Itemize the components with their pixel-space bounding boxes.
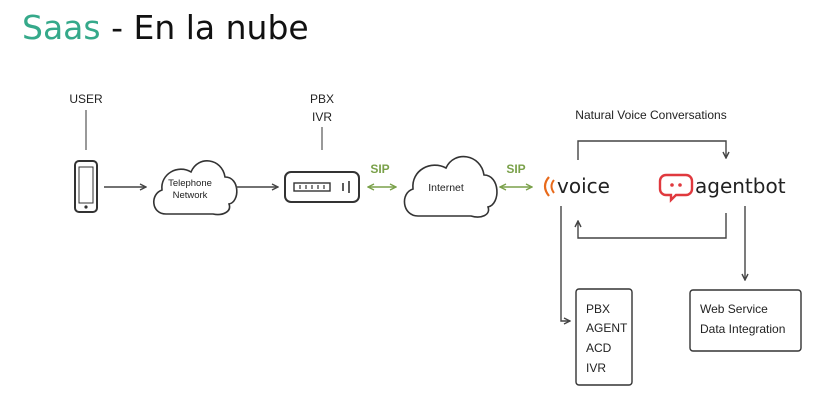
pbx-stack-item: AGENT — [586, 321, 628, 335]
pbx-stack-item: ACD — [586, 341, 612, 355]
voice-brand: voice — [557, 174, 610, 198]
sip-label-left: SIP — [370, 162, 389, 176]
web-service-box — [689, 289, 802, 352]
natural-voice-label: Natural Voice Conversations — [575, 108, 726, 122]
pbx-stack-item: IVR — [586, 361, 606, 375]
cloud-icon — [403, 155, 498, 218]
cloud-icon — [153, 160, 238, 216]
pbx-stack-item: PBX — [586, 302, 610, 316]
agentbot-brand: agentbot — [695, 174, 786, 198]
web-service-label: Web Service — [700, 302, 768, 316]
arrow-voice-to-pbx-stack — [560, 206, 570, 321]
internet-label: Internet — [428, 182, 464, 194]
user-label: USER — [69, 92, 103, 106]
pbx-stack-box — [575, 288, 633, 386]
pbx-label: PBX — [310, 92, 334, 106]
smartphone-icon — [74, 160, 98, 213]
arrow-voice-to-agentbot — [577, 140, 726, 160]
pbx-device-icon — [284, 171, 360, 203]
data-integration-label: Data Integration — [700, 322, 785, 336]
title-rest: - En la nube — [100, 8, 309, 47]
page-title: Saas - En la nube — [22, 6, 309, 50]
voice-logo-icon — [543, 176, 555, 197]
sip-label-right: SIP — [506, 162, 525, 176]
ivr-label: IVR — [312, 110, 332, 124]
title-accent: Saas — [22, 8, 101, 47]
arrow-agentbot-to-voice — [578, 213, 727, 239]
telephone-network-label-1: Telephone — [168, 178, 212, 189]
agentbot-logo-icon — [658, 173, 694, 203]
telephone-network-label-2: Network — [173, 190, 208, 201]
